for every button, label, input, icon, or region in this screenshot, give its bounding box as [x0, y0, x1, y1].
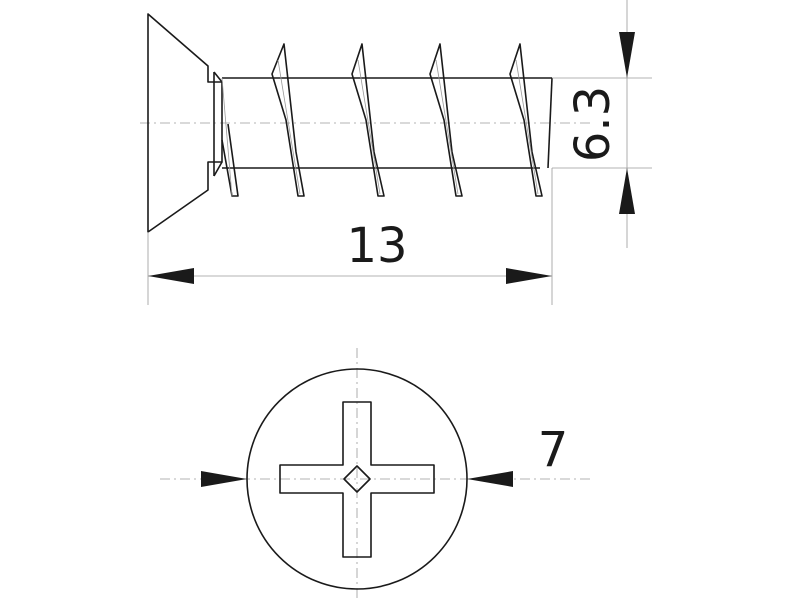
thread-crest-4: [429, 43, 463, 197]
phillips-cross-recess: [279, 401, 435, 558]
thread-crest-3: [351, 43, 385, 197]
diameter-dimension: 6.3: [552, 0, 652, 248]
head-bevel-bottom: [213, 161, 223, 177]
shank-tip-edge: [547, 77, 553, 169]
diameter-arrow-top: [619, 32, 635, 78]
length-dimension: 13: [147, 168, 553, 305]
head-diameter-dimension: 7: [201, 422, 568, 487]
length-arrow-right: [506, 268, 552, 284]
diameter-arrow-bottom: [619, 168, 635, 214]
thread-crest-1: [221, 77, 239, 197]
length-arrow-left: [148, 268, 194, 284]
screw-side-view: [140, 13, 590, 233]
length-label: 13: [346, 218, 407, 274]
diameter-label: 6.3: [565, 86, 621, 162]
screw-top-view: [160, 348, 590, 600]
thread-crest-2: [271, 43, 305, 197]
head-arrow-right: [467, 471, 513, 487]
phillips-center-diamond: [343, 465, 371, 493]
head-arrow-left: [201, 471, 247, 487]
head-bevel-top: [213, 71, 223, 83]
head-diameter-label: 7: [538, 422, 569, 478]
thread-crest-5: [509, 43, 543, 197]
